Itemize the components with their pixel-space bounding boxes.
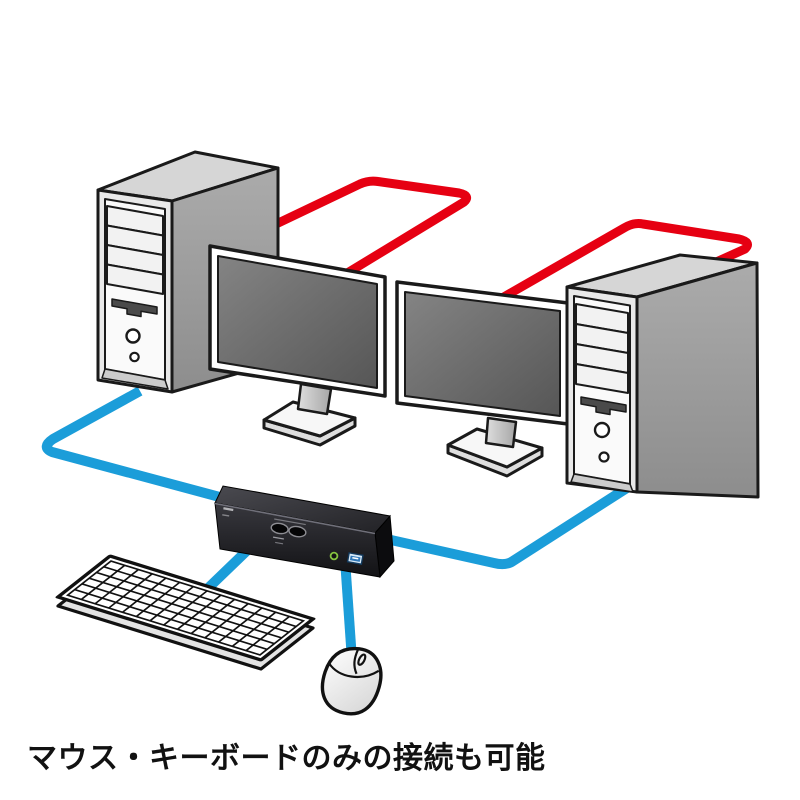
monitor-1 (208, 244, 387, 447)
red-video-cables (270, 176, 752, 302)
video-cable-pc1-to-monitor1 (270, 176, 471, 279)
tower2-floppy-slot (580, 396, 627, 416)
caption-text: マウス・キーボードのみの接続も可能 (27, 741, 546, 776)
tower2-side-face (635, 261, 760, 499)
mouse-scroll-wheel (357, 653, 367, 666)
kvm-front-edge-highlight (214, 502, 376, 535)
kvm-usb-port (346, 552, 364, 565)
mouse (320, 646, 383, 716)
tower1-drive-bays (106, 205, 164, 295)
kvm-audio-jack (329, 551, 339, 561)
monitor2-screen (404, 291, 561, 417)
keyboard-key-grid (65, 560, 306, 656)
usb-cable-pc2-to-kvm (380, 481, 633, 570)
monitor2-neck (484, 416, 518, 449)
video-cable-pc2-to-monitor2 (499, 219, 752, 302)
keyboard-top (55, 554, 316, 662)
monitor2-base-top (446, 427, 544, 469)
pc-tower-1 (96, 150, 280, 394)
monitor-2 (395, 280, 570, 478)
tower2-pedestal-strip (570, 473, 634, 493)
usb-cable-pc1-to-kvm (41, 386, 244, 508)
pc-tower-2 (565, 253, 760, 499)
tower2-reset-button (598, 451, 610, 463)
monitor1-screen (217, 255, 378, 389)
tower1-pedestal-strip (101, 368, 169, 390)
tower1-floppy-slot (111, 298, 158, 318)
monitor1-base-top (262, 400, 357, 438)
tower1-power-button (125, 328, 141, 344)
tower2-drive-bays (575, 303, 629, 394)
kvm-logo-print (222, 507, 234, 517)
tower2-power-button (593, 421, 611, 439)
tower1-reset-button (129, 351, 140, 363)
kvm-switch-box (214, 485, 395, 579)
mouse-button-curve (328, 662, 380, 679)
mouse-button-split (353, 649, 360, 675)
mouse-body (320, 646, 383, 716)
kvm-select-buttons (270, 518, 307, 545)
keyboard (55, 554, 316, 671)
